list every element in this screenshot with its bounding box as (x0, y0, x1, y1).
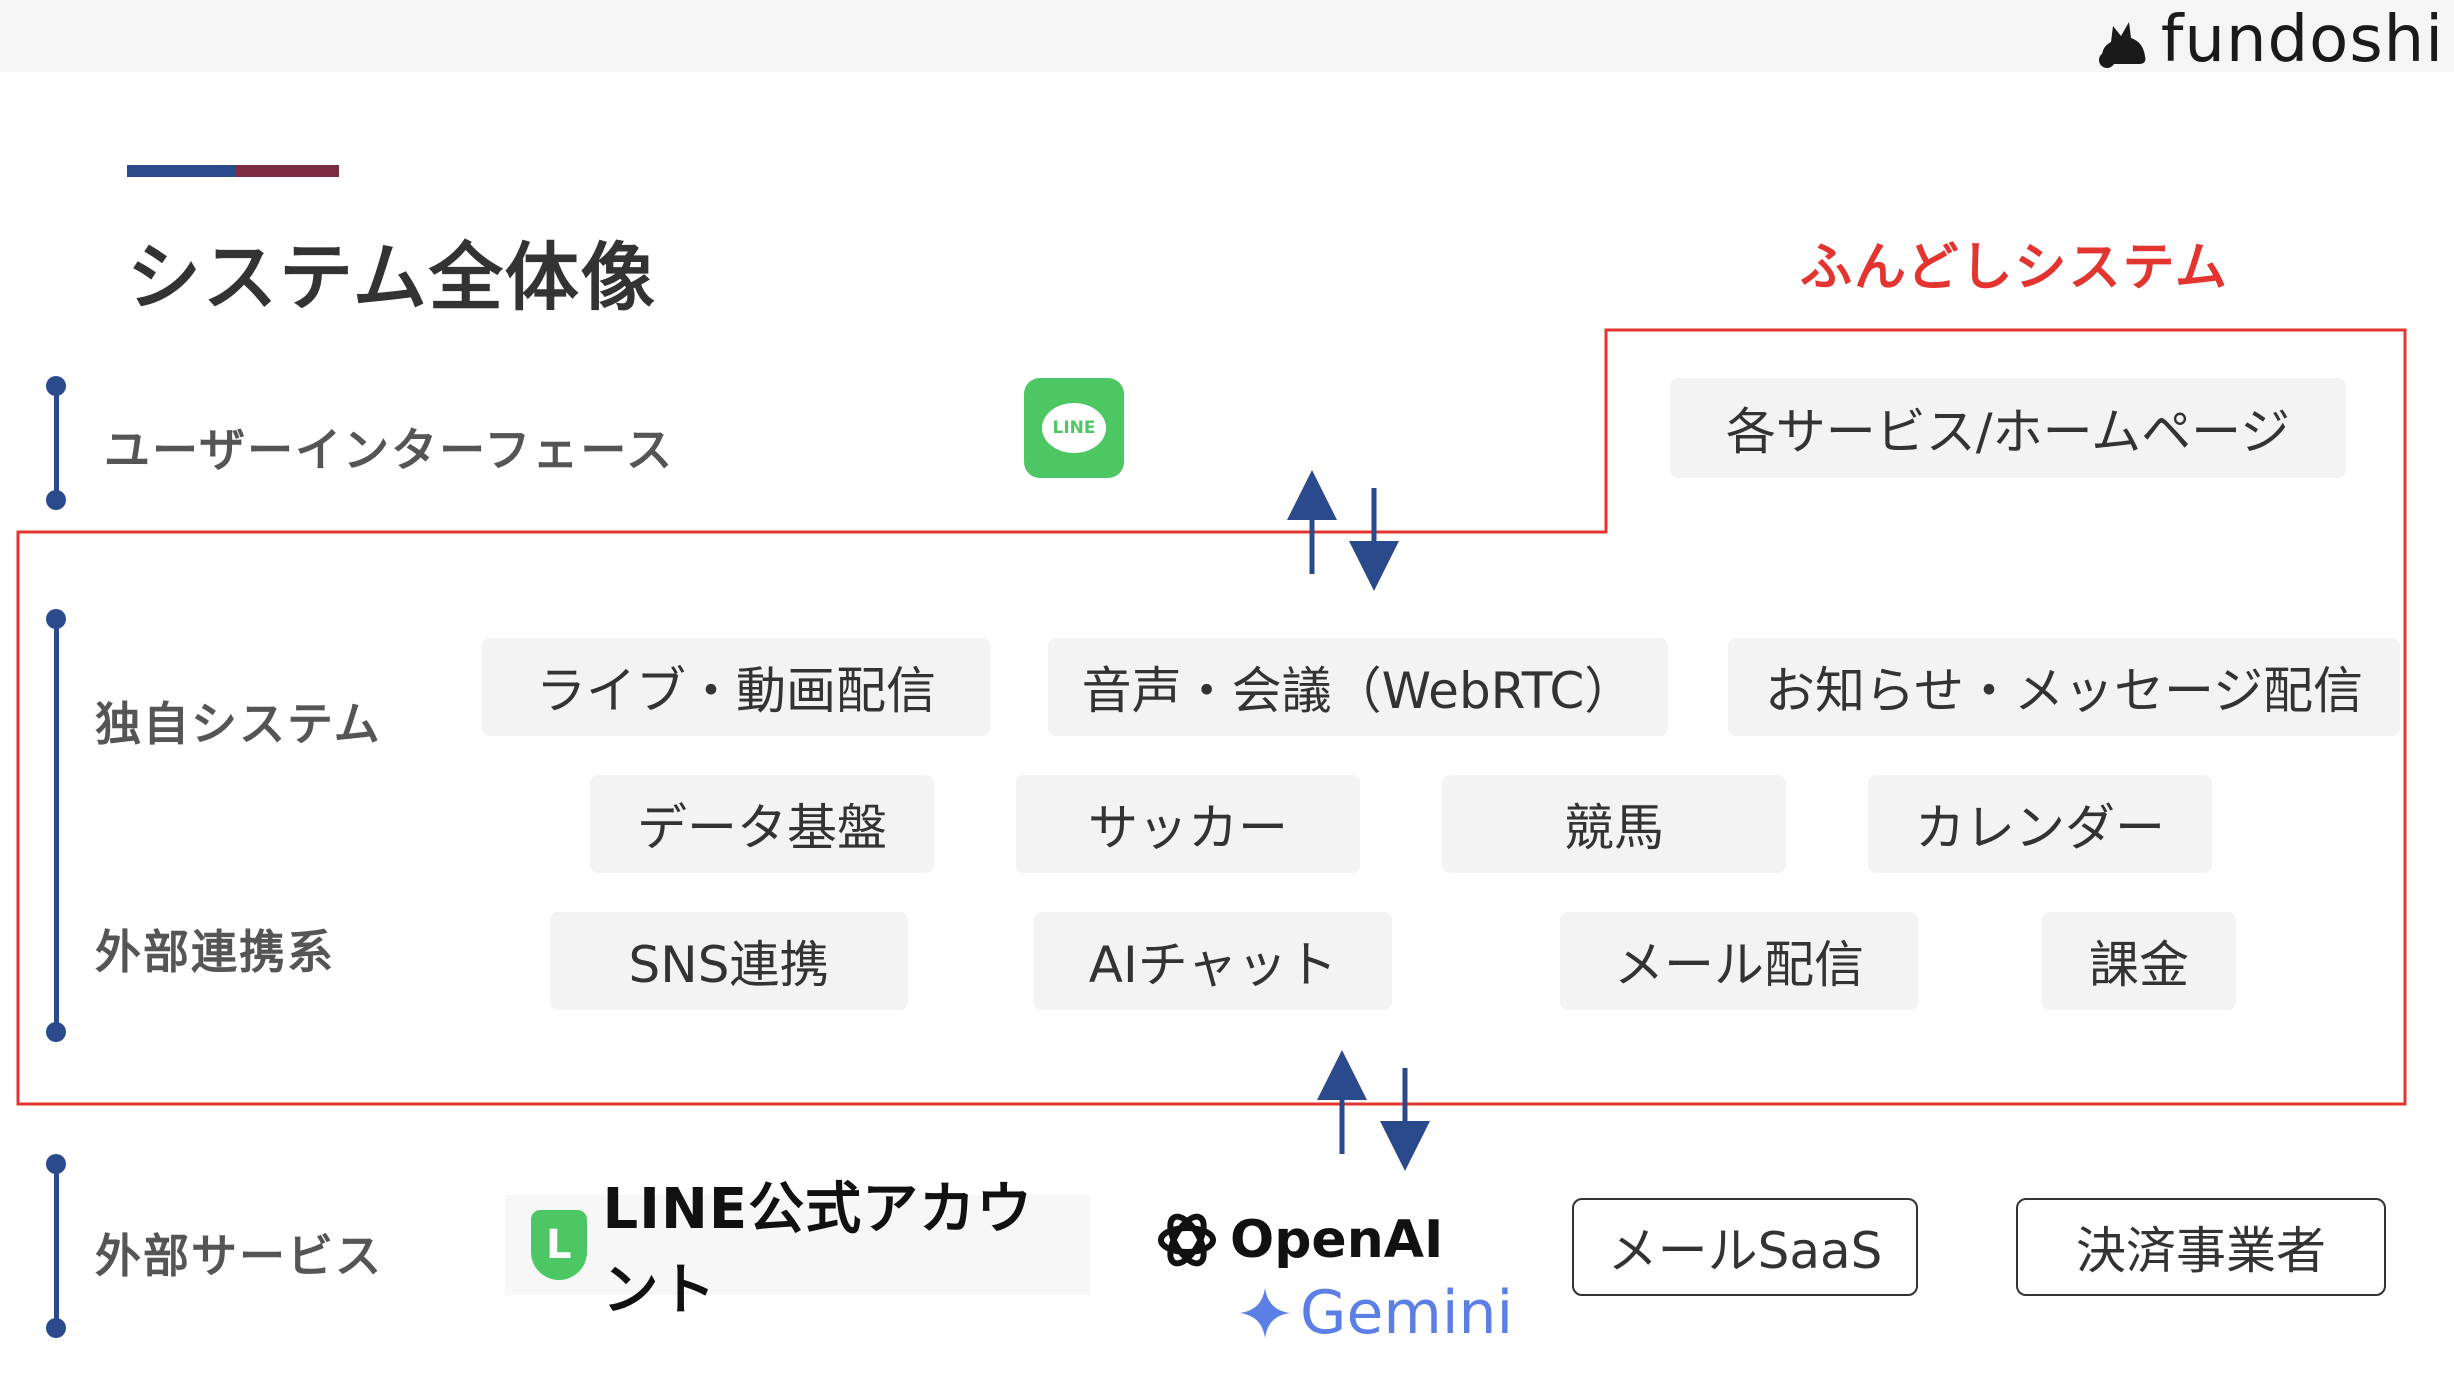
page-title: システム全体像 (127, 235, 657, 321)
payment-provider-box: 決済事業者 (2016, 1198, 2386, 1296)
system-box-data-platform: データ基盤 (590, 775, 934, 873)
integration-box-sns: SNS連携 (550, 912, 908, 1010)
line-app-icon: LINE (1024, 378, 1124, 478)
row-label-external: 外部サービス (95, 1229, 383, 1283)
title-accent-maroon (235, 165, 339, 177)
integration-box-billing: 課金 (2042, 912, 2236, 1010)
integration-box-ai-chat: AIチャット (1034, 912, 1392, 1010)
line-oa-badge-icon: L (531, 1210, 587, 1280)
system-box-live-video: ライブ・動画配信 (482, 638, 990, 736)
top-bar (0, 0, 2454, 72)
external-row-dot-bottom (46, 1318, 66, 1338)
line-app-text: LINE (1052, 418, 1096, 438)
line-official-account-logo: L LINE公式アカウント (505, 1177, 1090, 1323)
ui-row-line (54, 385, 59, 501)
system-box-notifications: お知らせ・メッセージ配信 (1728, 638, 2400, 736)
line-oa-text: LINE公式アカウント (602, 1177, 1034, 1323)
system-row-dot-bottom (46, 1022, 66, 1042)
openai-icon (1158, 1213, 1216, 1267)
gemini-text: Gemini (1300, 1278, 1514, 1348)
system-box-voice-meeting: 音声・会議（WebRTC） (1048, 638, 1668, 736)
gemini-sparkle-icon (1240, 1288, 1290, 1338)
gemini-logo: Gemini (1238, 1278, 1513, 1348)
integration-box-mail: メール配信 (1560, 912, 1918, 1010)
system-box-horse-racing: 競馬 (1442, 775, 1786, 873)
external-row-line (54, 1163, 59, 1329)
row-label-integration: 外部連携系 (95, 925, 335, 979)
system-label: ふんどしシステム (1800, 238, 2229, 298)
line-bubble: LINE (1042, 403, 1106, 453)
title-accent-blue (127, 165, 235, 177)
system-row-dot-top (46, 609, 66, 629)
brand-name: fundoshi (2160, 3, 2444, 77)
openai-logo: OpenAI (1152, 1205, 1443, 1275)
system-box-calendar: カレンダー (1868, 775, 2212, 873)
mail-saas-box: メールSaaS (1572, 1198, 1918, 1296)
brand-logo: fundoshi (2095, 3, 2444, 77)
fox-mascot-icon (2098, 22, 2146, 68)
service-pages-box: 各サービス/ホームページ (1670, 378, 2346, 478)
ui-row-dot-bottom (46, 490, 66, 510)
system-box-soccer: サッカー (1016, 775, 1360, 873)
row-label-own-system: 独自システム (95, 697, 382, 751)
openai-text: OpenAI (1230, 1210, 1444, 1270)
row-label-ui: ユーザーインターフェース (104, 423, 675, 477)
ui-row-dot-top (46, 376, 66, 396)
system-row-line (54, 618, 59, 1032)
external-row-dot-top (46, 1154, 66, 1174)
